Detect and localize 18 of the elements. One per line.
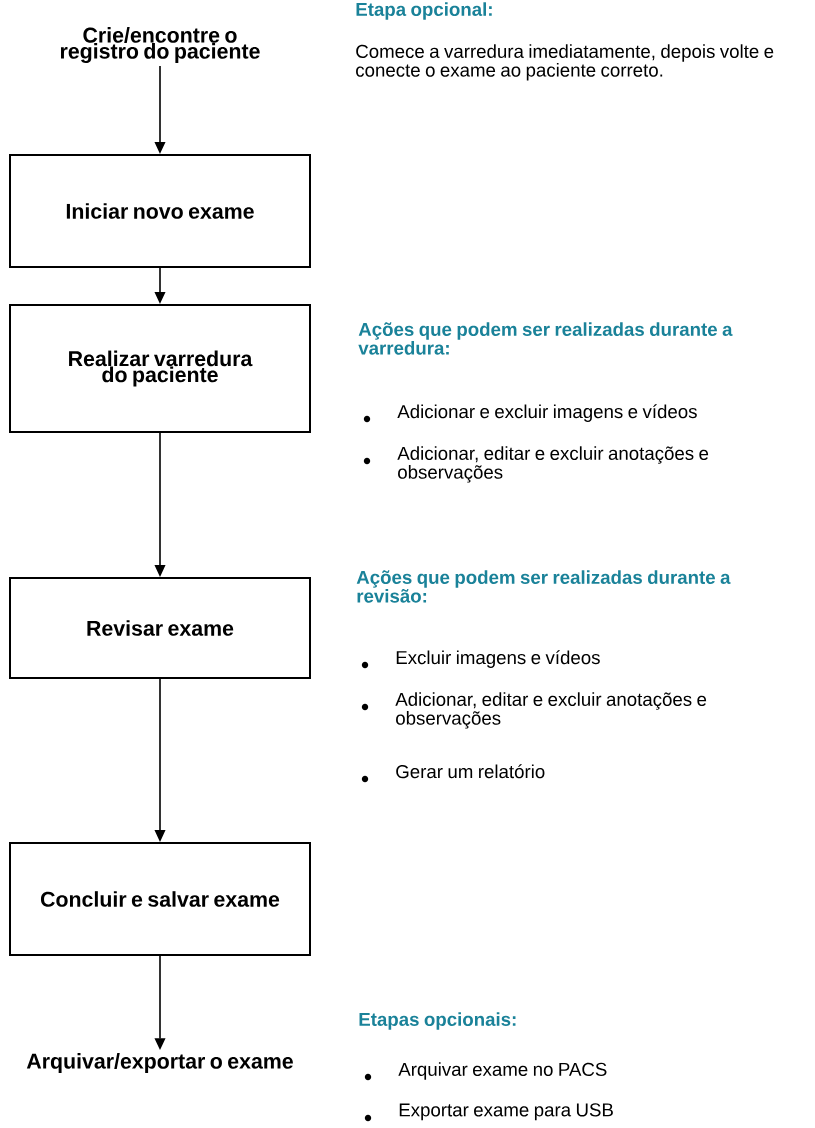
note-text: Comece a varredura imediatamente, depois volte e conecte o exame ao paciente correto. — [356, 44, 774, 81]
process-box: Concluir e salvar exame — [9, 842, 311, 956]
process-box: Revisar exame — [9, 577, 311, 679]
section-heading: Etapa opcional: — [356, 2, 492, 20]
bullet-text: Arquivar exame no PACS — [398, 1062, 607, 1080]
step-text: Arquivar/exportar o exame — [26, 1053, 293, 1073]
step-text: Crie/encontre o registro do paciente — [60, 27, 260, 63]
bullet-text: Excluir imagens e vídeos — [396, 650, 600, 668]
bullet-text: Exportar exame para USB — [399, 1103, 613, 1121]
process-box: Realizar varredura do paciente — [9, 304, 311, 433]
bullet-text: Adicionar, editar e excluir anotações e observações — [397, 446, 709, 483]
section-heading: Ações que podem ser realizadas durante a varredura: — [358, 322, 733, 355]
section-heading: Etapas opcionais: — [359, 1012, 516, 1030]
bullet-text: Gerar um relatório — [396, 764, 545, 779]
process-box: Iniciar novo exame — [9, 154, 311, 268]
bullet-text: Adicionar, editar e excluir anotações e observações — [395, 692, 707, 729]
section-heading: Ações que podem ser realizadas durante a revisão: — [356, 570, 731, 603]
bullet-text: Adicionar e excluir imagens e vídeos — [397, 404, 697, 422]
